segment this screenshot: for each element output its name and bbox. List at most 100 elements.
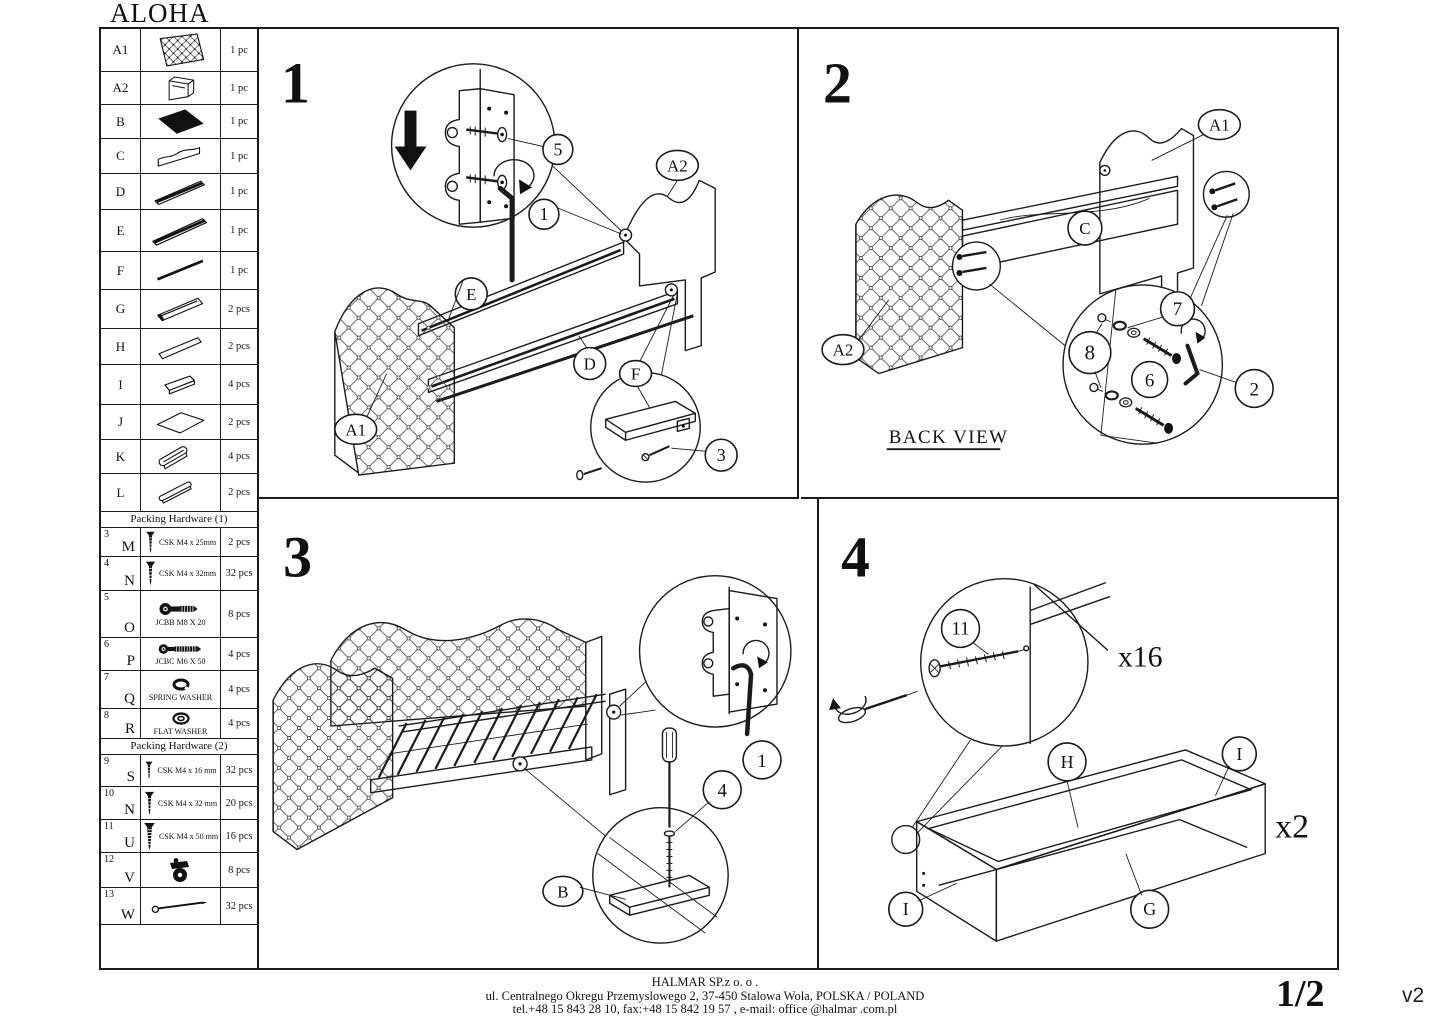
- hw-desc: CSK M4 x 32mm: [158, 569, 217, 578]
- part-label: A1: [101, 29, 141, 71]
- screw-icon: [146, 531, 155, 553]
- part-label: D: [101, 174, 141, 209]
- footer: HALMAR SP.z o. o . ul. Centralnego Okreg…: [0, 975, 1410, 1017]
- step-2-diagram: 2: [821, 53, 1274, 451]
- part-label: F: [101, 252, 141, 289]
- screw-icon: [144, 822, 155, 850]
- table-row: F 1 pc: [101, 252, 257, 290]
- part-qty: 2 pcs: [228, 303, 250, 315]
- hardware2-header: Packing Hardware (2): [101, 739, 257, 755]
- back-view-caption: BACK VIEW: [889, 427, 1009, 448]
- bolt-long-icon: [158, 644, 201, 654]
- hw-qty: 32 pcs: [225, 900, 253, 912]
- table-row: E 1 pc: [101, 210, 257, 252]
- hw-desc: JCBB M8 X 20: [155, 618, 206, 627]
- part-label: J: [101, 405, 141, 439]
- magnifier-circle: [919, 577, 1089, 747]
- shaped-board-icon: [157, 147, 200, 167]
- label-e-circle: [454, 277, 488, 311]
- side-panel-icon: [168, 76, 194, 101]
- bolt-glyph: [956, 250, 987, 276]
- hw-desc: CSK M4 x 16 mm: [157, 766, 217, 775]
- part-qty: 2 pcs: [228, 487, 250, 498]
- screwdriver-icon: [661, 727, 678, 828]
- table-row: H 2 pcs: [101, 329, 257, 365]
- hw-letter: P: [126, 653, 135, 669]
- hardware1-header: Packing Hardware (1): [101, 512, 257, 528]
- callout-7: 7: [1173, 299, 1182, 320]
- hw-qty: 4 pcs: [228, 648, 250, 660]
- hw-num: 3: [104, 529, 109, 540]
- hw-desc: CSK M4 x 25mm: [158, 537, 217, 547]
- step-1-diagram: 1: [281, 53, 738, 483]
- label-e: E: [466, 285, 476, 304]
- step-4-diagram: 4 11 x16: [829, 527, 1309, 942]
- page-number: 1/2: [1276, 973, 1325, 1015]
- hw-num: 11: [104, 821, 114, 832]
- part-label: H: [101, 329, 141, 364]
- hw-qty: 2 pcs: [228, 536, 250, 548]
- part-qty: 1 pc: [230, 82, 248, 94]
- callout-11: 11: [951, 618, 969, 639]
- allen-key-icon: [1180, 318, 1206, 386]
- part-qty: 1 pc: [230, 44, 248, 56]
- drawer-back-icon: [158, 336, 202, 359]
- hw-qty: 4 pcs: [228, 718, 250, 729]
- drawing-area: A1 1 pc A2 1 pc B 1 pc C 1 pc D: [99, 27, 1339, 970]
- label-a1: A1: [345, 420, 366, 439]
- label-d-circle: [573, 346, 607, 381]
- part-label: L: [101, 474, 141, 511]
- end-panel-a1: [1099, 127, 1195, 346]
- hw-desc: CSK M4 x 32 mm: [157, 798, 218, 808]
- hw-qty: 16 pcs: [225, 830, 253, 842]
- bolt-short-icon: [158, 603, 197, 615]
- label-b-circle: [542, 875, 584, 908]
- label-b: B: [557, 882, 568, 901]
- screw-glyph: [576, 467, 602, 481]
- hw-letter: N: [124, 802, 135, 818]
- hw-desc: SPRING WASHER: [148, 693, 213, 702]
- caster-icon: [170, 857, 189, 882]
- flat-panel-icon: [156, 412, 204, 434]
- label-g: G: [1143, 899, 1156, 919]
- thin-slat-icon: [158, 480, 192, 504]
- part-qty: 2 pcs: [228, 416, 250, 428]
- screw-icon: [144, 791, 155, 815]
- label-a1: A1: [1209, 116, 1230, 135]
- footer-company: HALMAR SP.z o. o .: [651, 975, 759, 989]
- slat-icon: [158, 445, 187, 469]
- part-qty: 1 pc: [230, 150, 248, 162]
- footer-address: ul. Centralnego Okregu Przemyslowego 2, …: [485, 988, 925, 1003]
- hw-num: 7: [104, 672, 109, 683]
- callout-3: 3: [717, 445, 726, 465]
- part-label: K: [101, 440, 141, 473]
- rail-icon: [151, 217, 207, 246]
- flat-washer-icon: [171, 712, 190, 725]
- hw-num: 12: [104, 854, 114, 865]
- screw-icon: [145, 561, 156, 586]
- label-c: C: [1079, 219, 1090, 238]
- table-row: I 4 pcs: [101, 365, 257, 405]
- step-3-panel: 3: [259, 499, 819, 968]
- part-label: G: [101, 290, 141, 328]
- down-arrow-icon: [394, 110, 427, 171]
- arm-panel-a1: [334, 287, 456, 476]
- part-label: C: [101, 139, 141, 173]
- part-label: I: [101, 365, 141, 404]
- label-h-circle: [1047, 742, 1087, 782]
- label-i-left-circle: [888, 891, 924, 927]
- arm-panel: [272, 663, 394, 851]
- parts-table: A1 1 pc A2 1 pc B 1 pc C 1 pc D: [101, 29, 259, 968]
- hw-letter: U: [124, 835, 135, 851]
- screwdriver-icon: [829, 690, 918, 724]
- screw-glyph: [928, 648, 1026, 678]
- product-title: ALOHA: [110, 0, 210, 28]
- label-f-circle: [618, 359, 653, 388]
- arm-panel-a2: [855, 194, 964, 375]
- hw-num: 13: [104, 889, 114, 900]
- washer-bolt-assembly: [1089, 382, 1174, 434]
